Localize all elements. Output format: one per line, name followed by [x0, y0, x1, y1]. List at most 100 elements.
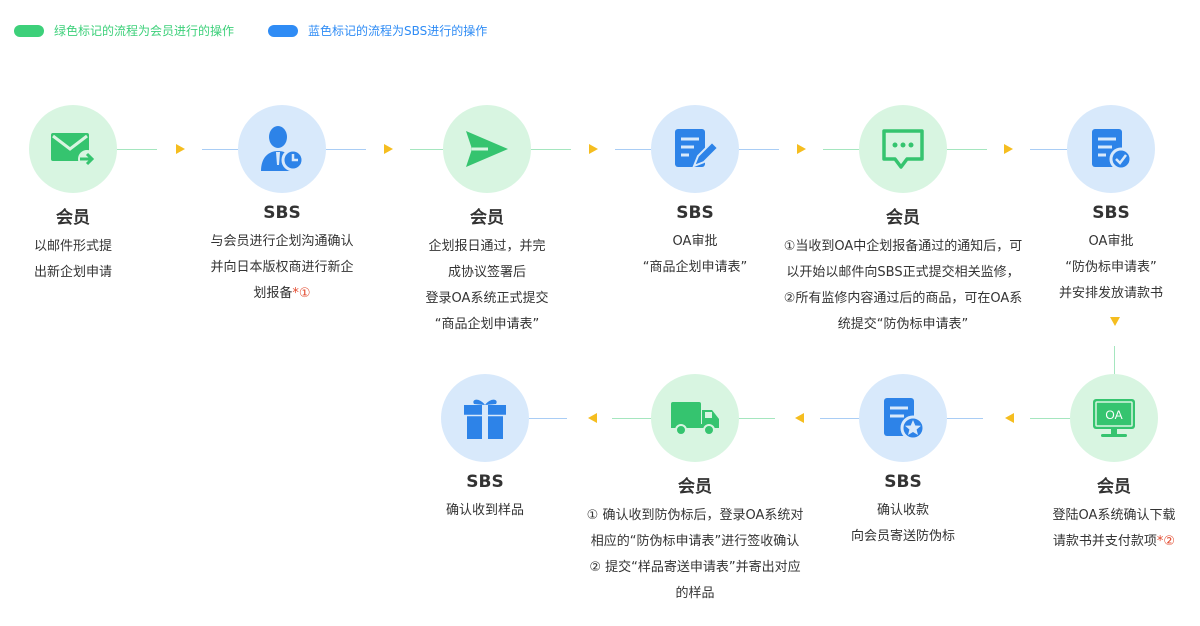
- step-6: SBS OA审批 “防伪标申请表” 并安排发放请款书: [991, 105, 1200, 307]
- step-2-ref-mark: *①: [292, 286, 311, 301]
- send-plane-icon: [466, 131, 508, 167]
- connector-7-8: [1030, 418, 1070, 419]
- monitor-oa-icon: OA: [1093, 399, 1135, 437]
- legend-green-swatch: [14, 24, 44, 37]
- step-8-circle: [859, 374, 947, 462]
- step-10: SBS 确认收到样品: [365, 374, 605, 524]
- step-9-actor: 会员: [678, 477, 712, 497]
- step-7: OA 会员 登陆OA系统确认下载 请款书并支付款项*②: [994, 374, 1200, 555]
- step-1-actor: 会员: [56, 208, 90, 228]
- step-2-line: 并向日本版权商进行新企: [210, 260, 354, 275]
- step-9-line: 的样品: [675, 586, 715, 601]
- connector-2-3b: [410, 149, 443, 150]
- step-2-actor: SBS: [263, 203, 301, 223]
- step-2-line: 划报备*①: [162, 281, 402, 307]
- step-2-description: 与会员进行企划沟通确认 并向日本版权商进行新企 划报备*①: [162, 229, 402, 307]
- step-7-line: 请款书并支付款项*②: [994, 529, 1200, 555]
- connector-5-6: [947, 149, 987, 150]
- step-10-actor: SBS: [466, 472, 504, 492]
- monitor-label: OA: [1105, 408, 1122, 422]
- connector-9-10b: [529, 418, 567, 419]
- step-7-line: 登陆OA系统确认下载: [1052, 508, 1176, 523]
- flow-arrow-7: [1005, 413, 1014, 423]
- flow-arrow-9: [588, 413, 597, 423]
- step-3-line: 成协议签署后: [447, 265, 526, 280]
- mail-send-icon: [51, 133, 96, 168]
- flow-arrow-8: [795, 413, 804, 423]
- connector-7-8b: [947, 418, 983, 419]
- legend-green-label: 绿色标记的流程为会员进行的操作: [54, 24, 235, 38]
- document-star-icon: [884, 398, 926, 441]
- step-3-line: 企划报日通过，并完: [428, 239, 546, 254]
- connector-8-9: [820, 418, 860, 419]
- step-8-line: 确认收款: [876, 503, 929, 518]
- step-10-circle: [441, 374, 529, 462]
- legend-item-blue: 蓝色标记的流程为SBS进行的操作: [268, 22, 487, 39]
- document-check-icon: [1092, 129, 1133, 171]
- step-5-actor: 会员: [886, 208, 920, 228]
- step-6-line: OA审批: [1088, 234, 1134, 249]
- step-5-line: ②所有监修内容通过后的商品，可在OA系: [783, 291, 1023, 306]
- step-6-line: 并安排发放请款书: [1058, 286, 1163, 301]
- gift-box-icon: [464, 399, 506, 439]
- connector-1-2: [117, 149, 157, 150]
- flow-arrow-3: [589, 144, 598, 154]
- connector-8-9b: [739, 418, 775, 419]
- step-9: 会员 ① 确认收到防伪标后，登录OA系统对 相应的“防伪标申请表”进行签收确认 …: [575, 374, 815, 607]
- step-5-line: 以开始以邮件向SBS正式提交相关监修，: [786, 265, 1020, 280]
- delivery-truck-icon: [671, 402, 719, 436]
- step-1-circle: [29, 105, 117, 193]
- step-3-line: 登录OA系统正式提交: [425, 291, 549, 306]
- step-7-actor: 会员: [1097, 477, 1131, 497]
- step-4-line: “商品企划申请表”: [642, 260, 748, 275]
- flow-arrow-4: [797, 144, 806, 154]
- step-9-description: ① 确认收到防伪标后，登录OA系统对 相应的“防伪标申请表”进行签收确认 ② 提…: [575, 503, 815, 607]
- user-clock-icon: [261, 126, 305, 172]
- legend-blue-swatch: [268, 24, 299, 37]
- step-7-circle: OA: [1070, 374, 1158, 462]
- connector-4-5: [739, 149, 779, 150]
- legend-blue-label: 蓝色标记的流程为SBS进行的操作: [308, 24, 488, 38]
- step-5-line: 统提交“防伪标申请表”: [837, 317, 969, 332]
- step-3: 会员 企划报日通过，并完 成协议签署后 登录OA系统正式提交 “商品企划申请表”: [367, 105, 607, 338]
- legend-item-green: 绿色标记的流程为会员进行的操作: [14, 22, 234, 39]
- step-4-circle: [651, 105, 739, 193]
- step-3-line: “商品企划申请表”: [434, 317, 540, 332]
- step-4-line: OA审批: [672, 234, 718, 249]
- step-7-line-text: 请款书并支付款项: [1052, 534, 1157, 549]
- step-6-circle: [1067, 105, 1155, 193]
- chat-bubble-icon: [882, 129, 924, 169]
- connector-2-3: [326, 149, 366, 150]
- flow-arrow-5: [1004, 144, 1013, 154]
- step-4: SBS OA审批 “商品企划申请表”: [575, 105, 815, 281]
- step-9-circle: [651, 374, 739, 462]
- step-3-circle: [443, 105, 531, 193]
- step-6-actor: SBS: [1092, 203, 1130, 223]
- step-9-line: 相应的“防伪标申请表”进行签收确认: [590, 534, 800, 549]
- step-8: SBS 确认收款 向会员寄送防伪标: [783, 374, 1023, 550]
- step-4-actor: SBS: [676, 203, 714, 223]
- step-2: SBS 与会员进行企划沟通确认 并向日本版权商进行新企 划报备*①: [162, 105, 402, 307]
- step-2-circle: [238, 105, 326, 193]
- step-3-description: 企划报日通过，并完 成协议签署后 登录OA系统正式提交 “商品企划申请表”: [367, 234, 607, 338]
- connector-1-2b: [202, 149, 238, 150]
- flow-arrow-2: [384, 144, 393, 154]
- step-7-description: 登陆OA系统确认下载 请款书并支付款项*②: [994, 503, 1200, 555]
- step-9-line: ① 确认收到防伪标后，登录OA系统对: [586, 508, 804, 523]
- step-1-description: 以邮件形式提 出新企划申请: [0, 234, 193, 286]
- step-5: 会员 ①当收到OA中企划报备通过的通知后，可 以开始以邮件向SBS正式提交相关监…: [783, 105, 1023, 338]
- step-1: 会员 以邮件形式提 出新企划申请: [0, 105, 193, 286]
- step-7-ref-mark: *②: [1156, 534, 1176, 549]
- step-1-line: 出新企划申请: [33, 265, 112, 280]
- step-5-line: ①当收到OA中企划报备通过的通知后，可: [783, 239, 1023, 254]
- step-2-line: 与会员进行企划沟通确认: [210, 234, 354, 249]
- step-6-line: “防伪标申请表”: [1065, 260, 1157, 275]
- step-8-description: 确认收款 向会员寄送防伪标: [783, 498, 1023, 550]
- connector-5-6b: [1030, 149, 1067, 150]
- step-4-description: OA审批 “商品企划申请表”: [575, 229, 815, 281]
- step-8-actor: SBS: [884, 472, 922, 492]
- step-5-description: ①当收到OA中企划报备通过的通知后，可 以开始以邮件向SBS正式提交相关监修， …: [783, 234, 1023, 338]
- step-2-line-text: 划报备: [253, 286, 293, 301]
- step-8-line: 向会员寄送防伪标: [850, 529, 955, 544]
- step-6-description: OA审批 “防伪标申请表” 并安排发放请款书: [991, 229, 1200, 307]
